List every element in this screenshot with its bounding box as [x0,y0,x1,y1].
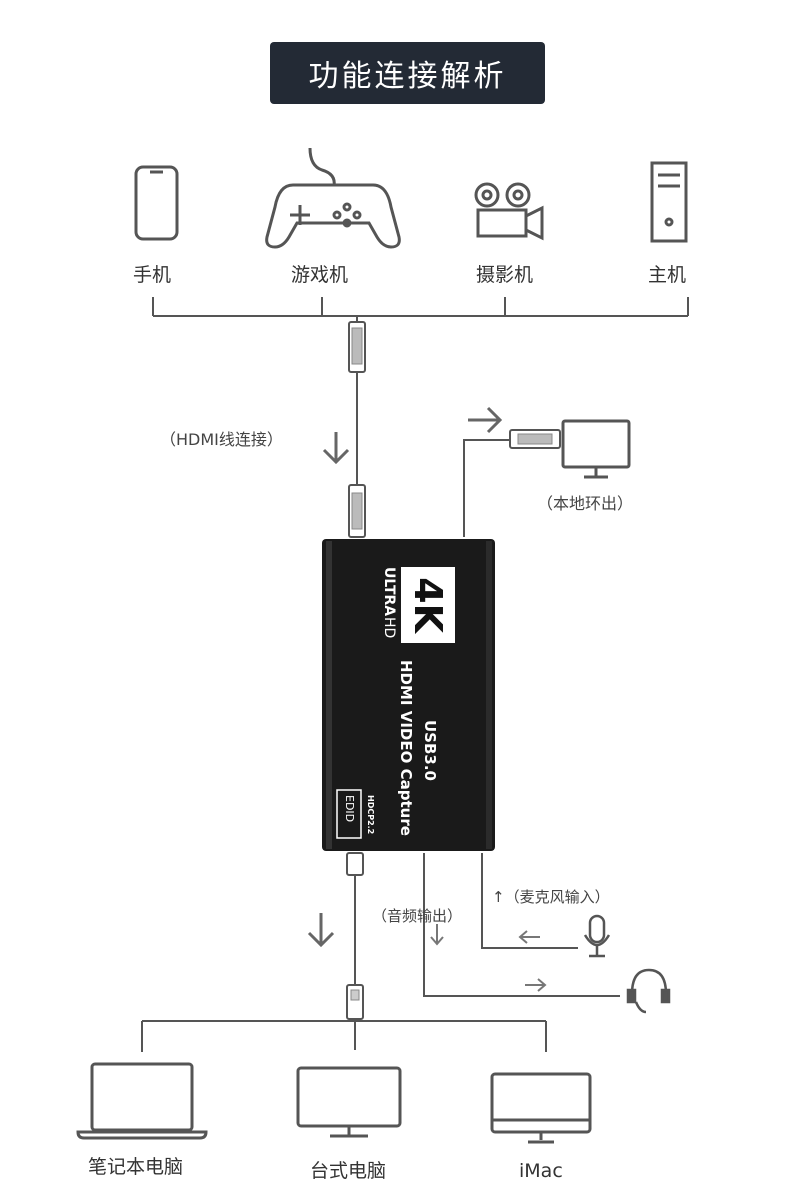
loop-out-cable [463,429,561,537]
edid-box [336,789,362,839]
down-arrow-icon [322,432,350,465]
source-label-phone: 手机 [133,264,172,286]
left-arrow-icon [518,930,540,944]
audio-output-line [423,853,620,997]
down-arrow-icon [307,913,335,948]
badge-text: 4K [406,577,450,634]
laptop-icon [76,1062,208,1140]
hdmi-cable-input [348,321,366,538]
audio-output-label: （音频输出） [372,907,463,925]
4k-badge [401,567,455,643]
usb-version-text: USB3.0 [421,720,439,781]
phone-icon [134,165,179,241]
target-label-imac: iMac [519,1160,563,1182]
video-camera-icon [474,182,544,241]
loop-out-label: （本地环出） [537,494,634,513]
headphones-icon [626,968,671,1014]
source-bracket [152,297,689,322]
mic-input-label: ↑（麦克风输入） [492,888,610,906]
imac-icon [490,1072,592,1144]
desktop-monitor-icon [296,1066,402,1138]
hd-text: HD [381,617,397,638]
target-bracket [141,1019,547,1052]
target-label-laptop: 笔记本电脑 [88,1156,184,1178]
source-label-gamepad: 游戏机 [291,264,349,286]
pc-tower-icon [650,161,688,243]
source-label-pc: 主机 [648,264,687,286]
target-label-desktop: 台式电脑 [310,1160,387,1182]
hdcp-text: HDCP2.2 [366,795,375,834]
capture-device: 4K ULTRA HD HDMI VIDEO Capture USB3.0 ED… [322,539,495,851]
page-title: 功能连接解析 [270,42,545,104]
right-arrow-small-icon [525,978,547,992]
usb-cable-output [346,852,364,1020]
gamepad-icon [265,147,401,249]
mic-input-line [481,853,578,949]
microphone-icon [583,914,611,958]
capture-name-text: HDMI VIDEO Capture [397,660,415,836]
down-arrow-small-icon [430,924,444,946]
ultra-text: ULTRA [381,567,397,616]
source-label-camera: 摄影机 [476,264,534,286]
hdmi-connection-label: （HDMI线连接） [160,430,283,449]
edid-text: EDID [343,795,356,822]
monitor-icon [561,419,631,479]
right-arrow-icon [468,406,503,434]
